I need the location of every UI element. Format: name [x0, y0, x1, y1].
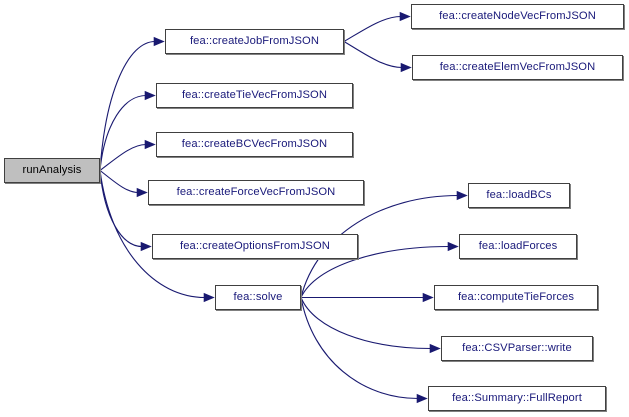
graph-arrowhead-createNodeVecFromJSON	[399, 11, 411, 22]
graph-node-label: fea::createOptionsFromJSON	[180, 239, 330, 252]
graph-arrowhead-solve	[203, 292, 215, 303]
graph-node-createJobFromJSON[interactable]: fea::createJobFromJSON	[165, 29, 344, 54]
graph-edge-solve-to-SummaryFullReport	[300, 297, 419, 400]
graph-arrowhead-loadBCs	[456, 190, 468, 201]
graph-arrowhead-computeTieForces	[422, 292, 434, 303]
graph-edge-runAnalysis-to-createJobFromJSON	[99, 40, 156, 171]
graph-node-label: fea::createNodeVecFromJSON	[439, 9, 596, 22]
graph-edge-createJobFromJSON-to-createElemVecFromJSON	[343, 41, 403, 69]
graph-node-label: fea::loadForces	[478, 239, 558, 252]
graph-node-runAnalysis[interactable]: runAnalysis	[4, 158, 100, 183]
graph-arrowhead-CSVParserWrite	[429, 343, 441, 354]
graph-node-createForceVecFromJSON[interactable]: fea::createForceVecFromJSON	[148, 180, 364, 205]
graph-node-createTieVecFromJSON[interactable]: fea::createTieVecFromJSON	[156, 83, 353, 108]
graph-node-label: fea::createTieVecFromJSON	[181, 88, 328, 101]
graph-arrowhead-SummaryFullReport	[416, 393, 428, 404]
graph-node-computeTieForces[interactable]: fea::computeTieForces	[434, 285, 598, 310]
graph-edge-runAnalysis-to-createForceVecFromJSON	[99, 170, 139, 194]
graph-node-loadBCs[interactable]: fea::loadBCs	[468, 183, 570, 208]
graph-node-SummaryFullReport[interactable]: fea::Summary::FullReport	[428, 386, 606, 411]
graph-node-label: fea::Summary::FullReport	[452, 391, 582, 404]
graph-node-createBCVecFromJSON[interactable]: fea::createBCVecFromJSON	[156, 132, 353, 157]
graph-edge-solve-to-loadForces	[300, 245, 450, 298]
graph-node-label: fea::createElemVecFromJSON	[439, 60, 596, 73]
graph-node-label: fea::createJobFromJSON	[189, 34, 320, 47]
graph-arrowhead-loadForces	[447, 241, 459, 252]
graph-node-label: fea::CSVParser::write	[462, 341, 572, 354]
graph-arrowhead-createElemVecFromJSON	[400, 62, 412, 73]
graph-edge-createJobFromJSON-to-createNodeVecFromJSON	[343, 15, 402, 42]
graph-node-CSVParserWrite[interactable]: fea::CSVParser::write	[441, 336, 593, 361]
graph-node-label: fea::loadBCs	[486, 188, 552, 201]
graph-node-createElemVecFromJSON[interactable]: fea::createElemVecFromJSON	[412, 55, 623, 80]
graph-arrowhead-createTieVecFromJSON	[144, 90, 156, 101]
graph-node-label: runAnalysis	[22, 163, 82, 176]
graph-edge-runAnalysis-to-createBCVecFromJSON	[99, 143, 147, 171]
graph-arrowhead-createForceVecFromJSON	[136, 187, 148, 198]
graph-node-solve[interactable]: fea::solve	[215, 285, 301, 310]
graph-node-label: fea::createForceVecFromJSON	[176, 185, 336, 198]
graph-node-loadForces[interactable]: fea::loadForces	[459, 234, 577, 259]
graph-arrowhead-createJobFromJSON	[153, 36, 165, 47]
graph-edge-runAnalysis-to-createOptionsFromJSON	[99, 170, 143, 248]
graph-node-label: fea::createBCVecFromJSON	[181, 137, 328, 150]
graph-node-createNodeVecFromJSON[interactable]: fea::createNodeVecFromJSON	[411, 4, 624, 29]
graph-arrowhead-createOptionsFromJSON	[140, 241, 152, 252]
graph-arrowhead-createBCVecFromJSON	[144, 139, 156, 150]
graph-edge-runAnalysis-to-createTieVecFromJSON	[99, 94, 147, 171]
graph-node-label: fea::solve	[233, 290, 283, 303]
graph-node-label: fea::computeTieForces	[457, 290, 575, 303]
graph-node-createOptionsFromJSON[interactable]: fea::createOptionsFromJSON	[152, 234, 358, 259]
graph-edge-solve-to-CSVParserWrite	[300, 297, 432, 350]
graph-edge-solve-to-loadBCs	[300, 194, 459, 298]
graph-edge-runAnalysis-to-solve	[99, 170, 206, 299]
